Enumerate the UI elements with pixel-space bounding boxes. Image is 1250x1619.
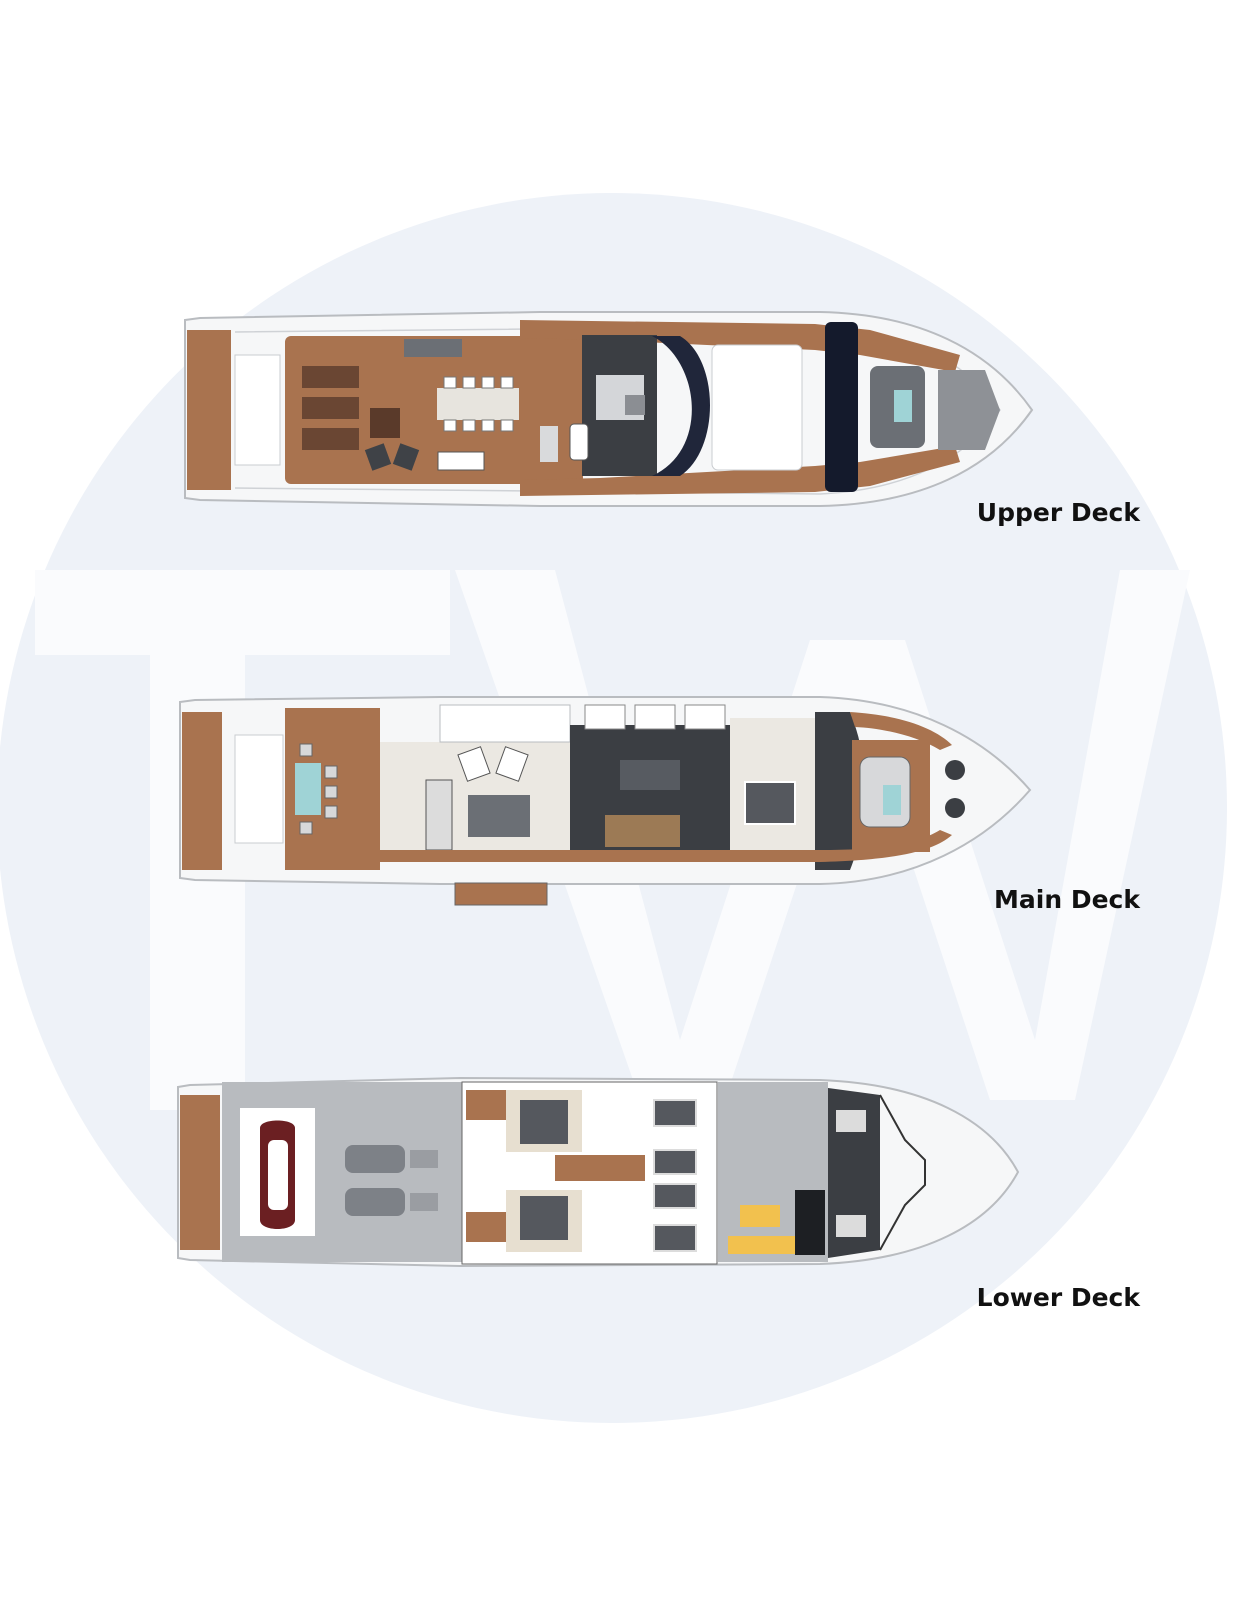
upper-aft-teak	[187, 330, 231, 490]
lower-engine-gear	[410, 1193, 438, 1211]
upper-black-bar	[825, 322, 858, 492]
upper-bar	[437, 451, 485, 471]
lower-crew-bunk	[836, 1215, 866, 1237]
lower-deck-plan	[177, 1076, 1020, 1268]
upper-helm-chair	[625, 395, 645, 415]
lower-crew-galley	[740, 1205, 780, 1227]
main-aft-dining-table	[295, 763, 321, 815]
main-stair	[605, 815, 680, 847]
main-fore-cabin-bed	[744, 781, 796, 825]
upper-console	[569, 423, 589, 461]
upper-side-table	[370, 408, 400, 438]
main-salon-coffee-table	[468, 795, 530, 837]
upper-dining-table	[437, 388, 519, 420]
upper-grill	[404, 339, 462, 357]
main-bow-winches	[945, 760, 965, 818]
main-aft-chairs	[299, 743, 338, 835]
main-head	[584, 704, 626, 730]
upper-dining-chairs	[443, 376, 514, 432]
upper-deck-plan	[184, 311, 1034, 507]
main-salon-armchair	[495, 746, 529, 782]
main-side-teak-bottom	[380, 830, 952, 862]
lower-cabin-floors	[466, 1090, 645, 1242]
main-boarding-platform	[454, 882, 548, 906]
lower-tender-inner	[268, 1140, 288, 1210]
lower-deck-label: Lower Deck	[976, 1283, 1140, 1312]
upper-bow-panel	[938, 370, 1000, 450]
lower-cabin-beds-overlay	[520, 1100, 568, 1240]
lower-bow-outline	[879, 1094, 926, 1251]
lower-crew-dark	[795, 1190, 825, 1255]
upper-jacuzzi-water	[894, 390, 912, 422]
upper-sunbed	[302, 397, 359, 419]
main-fore-jacuzzi-water	[883, 785, 901, 815]
upper-windscreen	[652, 336, 710, 476]
main-head	[634, 704, 676, 730]
main-salon-armchair	[457, 746, 491, 782]
upper-sunbed	[302, 428, 359, 450]
upper-aft-lounge	[234, 354, 281, 466]
upper-counter	[540, 426, 558, 462]
upper-fore-sunpad	[711, 344, 803, 471]
upper-sunbed	[302, 366, 359, 388]
lower-crew-bench	[728, 1236, 798, 1254]
main-swim-platform-teak	[182, 712, 222, 870]
lower-engine	[345, 1188, 405, 1216]
main-aft-sunpad	[234, 734, 284, 844]
lower-crew-bunk	[836, 1110, 866, 1132]
main-galley-counter	[620, 760, 680, 790]
lower-swim-teak	[180, 1095, 220, 1250]
lower-engine-gear	[410, 1150, 438, 1168]
main-deck-label: Main Deck	[994, 885, 1140, 914]
upper-armchair	[392, 443, 420, 471]
upper-armchair	[364, 443, 392, 471]
main-head	[684, 704, 726, 730]
lower-engine	[345, 1145, 405, 1173]
upper-main-teak	[285, 336, 583, 484]
main-salon-sofa	[425, 779, 453, 851]
main-salon-wall	[439, 704, 571, 743]
main-deck-plan	[179, 696, 1032, 906]
upper-deck-label: Upper Deck	[976, 498, 1140, 527]
